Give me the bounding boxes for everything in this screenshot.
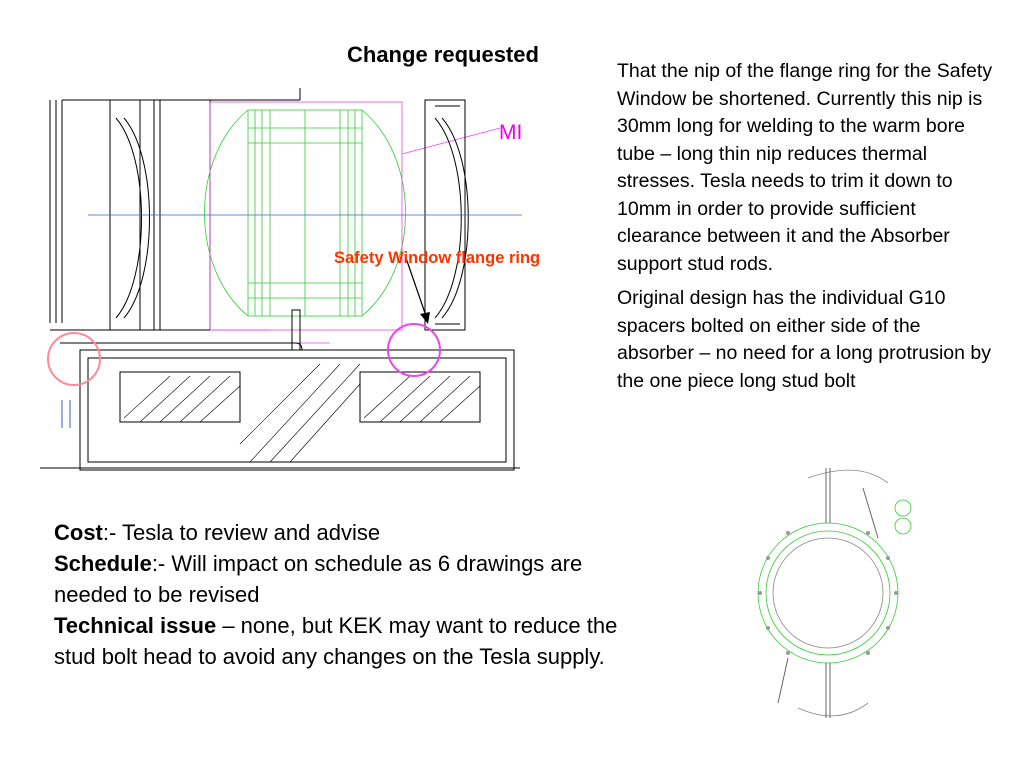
impact-section: Cost:- Tesla to review and advise Schedu… [54,517,654,672]
flange-ring-label: Safety Window flange ring [334,249,541,267]
flange-ring-drawing [757,468,912,718]
slide-title: Change requested [347,42,539,67]
cost-label: Cost [54,520,103,545]
cost-text: :- Tesla to review and advise [102,520,381,545]
cross-section-drawing [40,88,522,471]
schedule-text: :- Will impact on schedule as 6 drawings… [54,551,589,607]
change-description: That the nip of the flange ring for the … [617,58,997,402]
technical-label: Technical issue [54,613,217,638]
description-paragraph: That the nip of the flange ring for the … [617,60,993,275]
schedule-label: Schedule [54,551,152,576]
cost-line: Cost:- Tesla to review and advise [54,517,654,548]
schedule-line: Schedule:- Will impact on schedule as 6 … [54,548,654,610]
mi-label: MI [499,121,523,144]
description-paragraph: Original design has the individual G10 s… [617,287,991,392]
technical-text: – none, but KEK may want to reduce the s… [54,613,624,669]
technical-line: Technical issue – none, but KEK may want… [54,610,654,672]
